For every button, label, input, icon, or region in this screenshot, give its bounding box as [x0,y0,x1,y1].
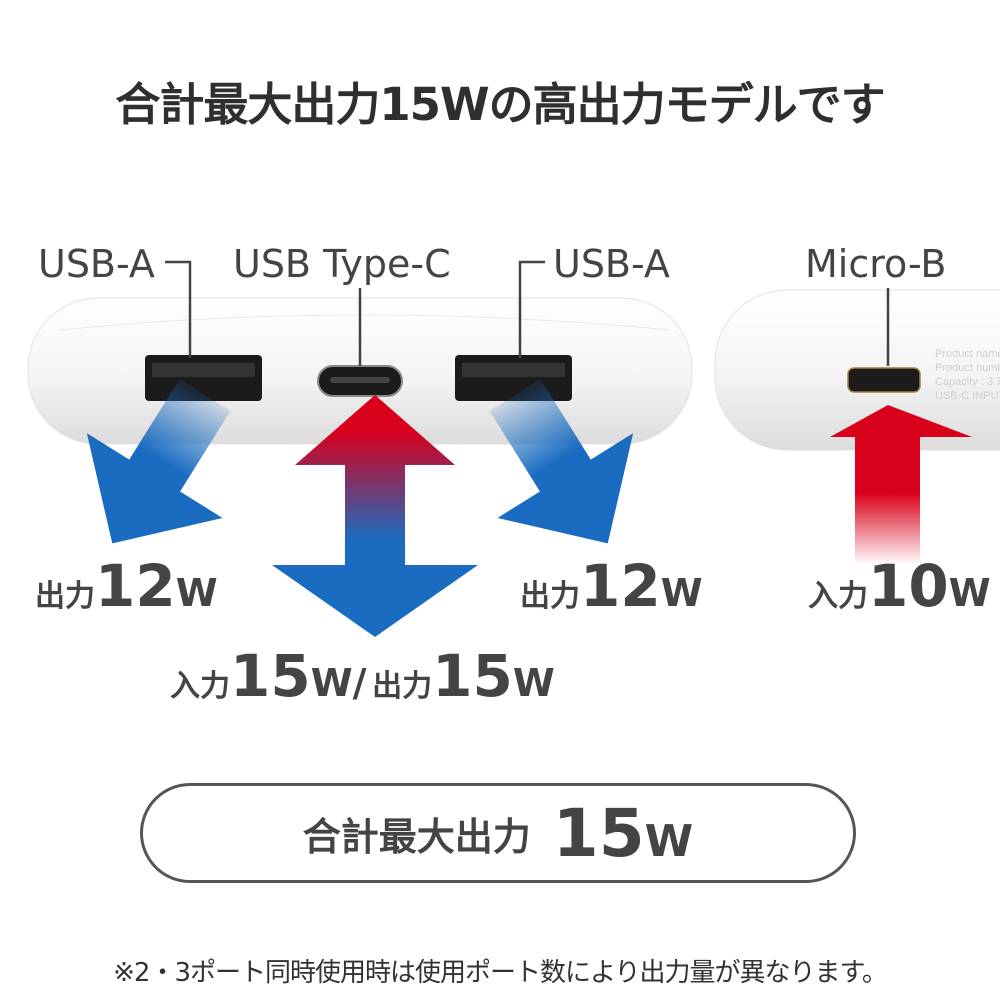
spec-line: USB-C INPUT [935,390,1000,402]
power-micro: 入力10W [808,552,991,620]
total-output-badge: 合計最大出力 15W [140,783,856,883]
power-usbc: 入力15W/ 出力15W [170,642,555,710]
spec-line: Capacity : 3.7 [935,376,1000,388]
total-unit: W [644,815,694,867]
arrow-usbc-bidirectional [272,395,478,637]
leader-lines [165,260,890,366]
label-micro-b: Micro-B [805,242,947,286]
arrow-output-left [86,379,231,544]
power-right: 出力12W [520,552,703,620]
headline: 合計最大出力15Wの高出力モデルです [115,78,885,131]
arrow-input-micro [830,405,972,565]
label-usb-a-right: USB-A [553,242,670,286]
label-usb-a-left: USB-A [38,242,155,286]
micro-b-port [847,367,921,393]
label-usb-type-c: USB Type-C [233,242,451,286]
spec-line: Product numb [935,362,1000,374]
total-value: 15 [552,794,645,872]
power-left: 出力12W [35,552,218,620]
footnote: ※2・3ポート同時使用時は使用ポート数により出力量が異なります。 [113,958,888,988]
total-label: 合計最大出力 [302,814,531,859]
spec-line: Product name [935,348,1000,360]
power-bank-side: Product name Product numb Capacity : 3.7… [714,289,1000,451]
usb-a-port-right [455,355,572,401]
arrow-output-right [489,379,634,544]
